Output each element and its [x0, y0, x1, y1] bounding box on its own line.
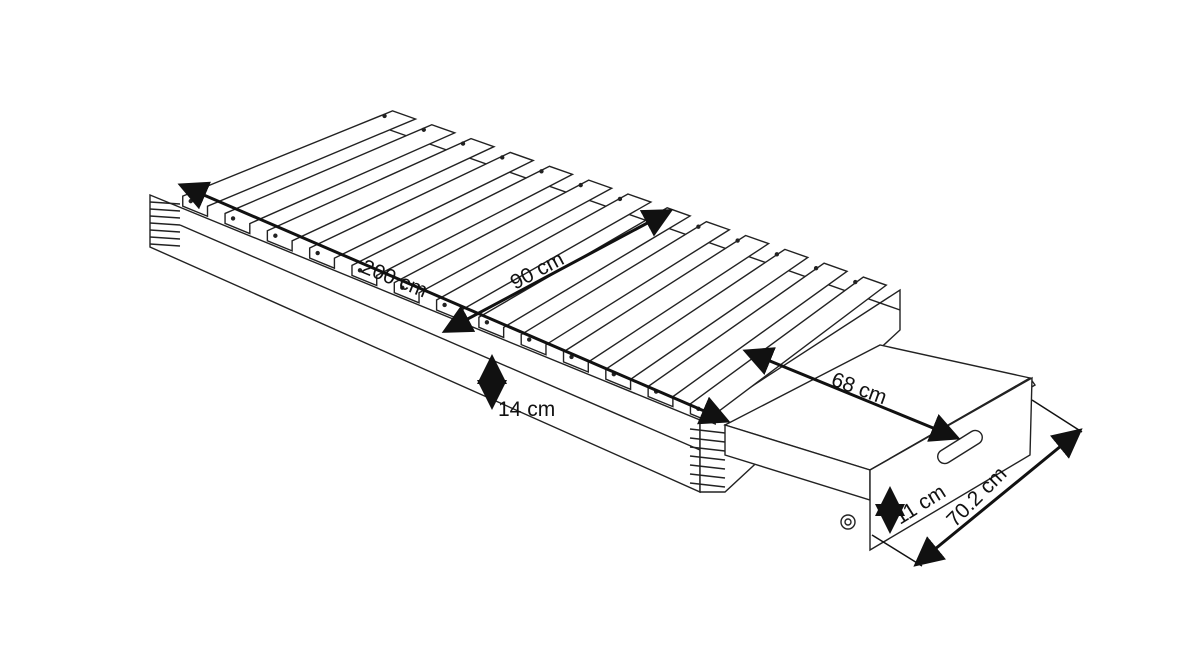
width-arrow: [441, 209, 674, 333]
drawer-width-dimension: [871, 399, 1083, 567]
frame-height-label: 14 cm: [498, 398, 555, 421]
drawer-depth-arrow: [742, 347, 961, 442]
dimension-arrows: [177, 181, 961, 534]
